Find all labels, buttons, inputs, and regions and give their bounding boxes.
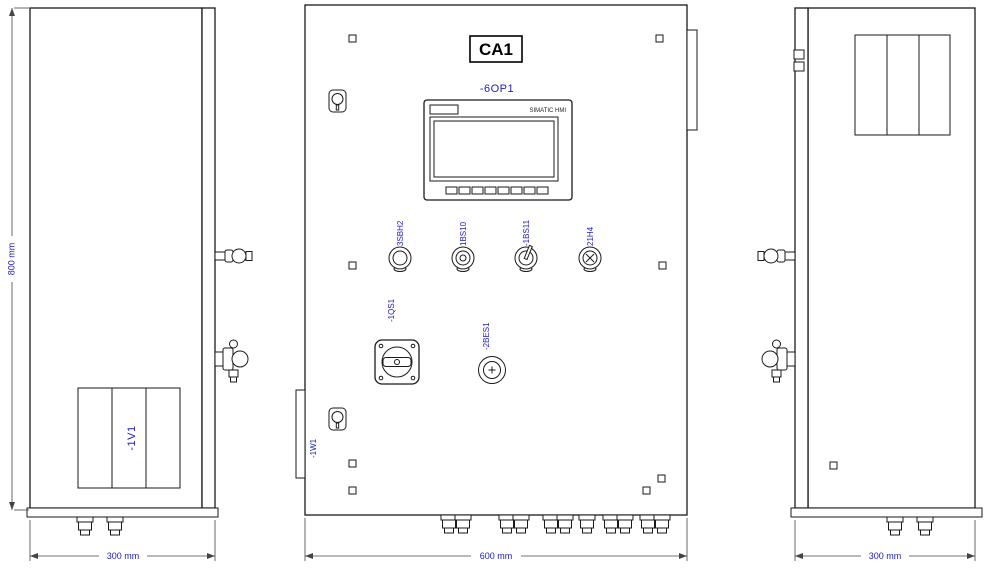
pilot-light [578, 246, 602, 272]
right-screw [829, 461, 838, 470]
hmi-panel: SIMATIC HMI [423, 99, 573, 201]
label-1v1: -1V1 [126, 425, 138, 450]
label-control-3: -1BS11 [522, 219, 531, 246]
hmi-brand-text: SIMATIC HMI [529, 108, 566, 114]
dim-text-right-300mm: 300 mm [869, 551, 902, 561]
label-estop: -2BES1 [482, 322, 491, 350]
estop-button [478, 356, 506, 384]
component-1v1: -1V1 [77, 387, 181, 489]
pushbutton-2 [451, 246, 475, 272]
dim-text-left-300mm: 300 mm [107, 551, 140, 561]
right-side-view: 300 mm [757, 7, 983, 562]
pushbutton-1 [388, 246, 412, 272]
left-cable-glands [76, 516, 124, 536]
hmi-screen [433, 120, 555, 178]
dim-text-800mm: 800 mm [7, 243, 17, 276]
front-left-plate [295, 389, 306, 479]
front-cable-glands [440, 514, 671, 534]
label-6op1: -6OP1 [480, 83, 514, 95]
cabinet-title: CA1 [479, 40, 513, 59]
label-control-2: 1BS10 [459, 221, 468, 246]
right-top-component-box [854, 34, 951, 136]
left-cabinet-base [26, 507, 219, 518]
front-view: CA1 -6OP1 SIMATIC HMI 3SBH2 1BS10 -1B [295, 4, 698, 562]
title-plate: CA1 [469, 35, 523, 63]
hmi-logo-box [429, 104, 459, 115]
label-control-1: 3SBH2 [396, 220, 405, 246]
selector-switch [514, 244, 538, 272]
right-cabinet-base [790, 507, 983, 518]
dim-text-600mm: 600 mm [480, 551, 513, 561]
left-cabinet-door-edge [201, 7, 216, 509]
right-cable-glands [886, 516, 934, 536]
door-lock-top [328, 89, 347, 113]
dimension-height-800: 800 mm [4, 7, 29, 511]
right-cabinet-door-edge [794, 7, 809, 509]
front-cabinet-door [304, 4, 688, 516]
dimension-left-width-300: 300 mm [29, 520, 216, 562]
right-door-hardware [757, 248, 796, 383]
front-right-hinge-plate [686, 29, 698, 131]
dimension-front-width-600: 600 mm [304, 518, 688, 562]
main-disconnect-switch [374, 339, 420, 385]
right-top-hinges [793, 49, 805, 72]
left-door-hardware [214, 248, 253, 383]
dimension-right-width-300: 300 mm [794, 520, 976, 562]
label-1w1: -1W1 [309, 438, 318, 458]
hmi-function-keys [445, 186, 549, 195]
left-side-view: -1V1 800 mm [4, 7, 253, 562]
label-main-switch: -1QS1 [387, 298, 396, 322]
label-control-4: 21H4 [586, 226, 595, 246]
door-lock-bottom [328, 407, 347, 431]
